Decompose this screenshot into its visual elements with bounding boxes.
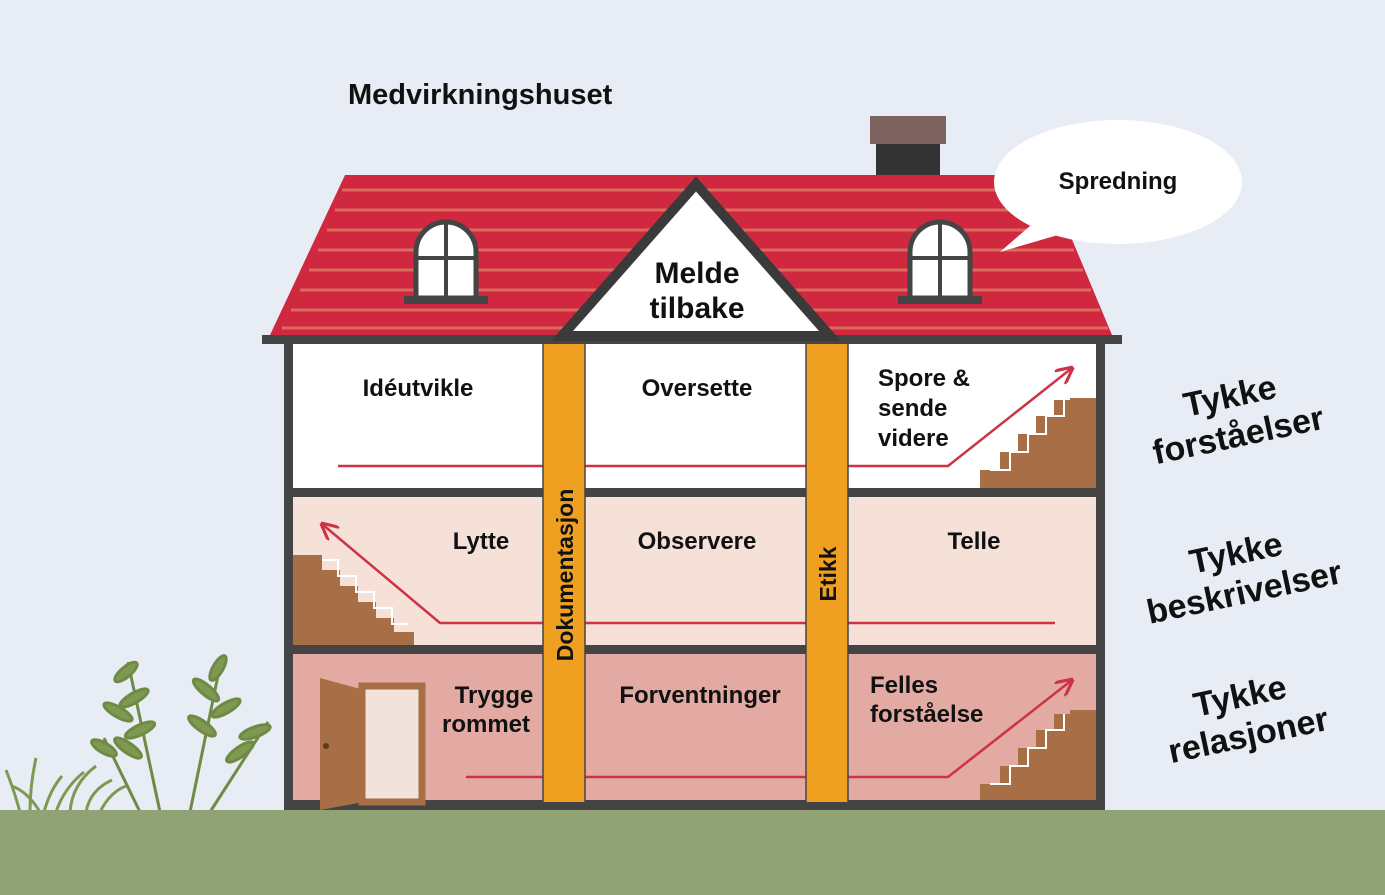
attic-window-right [898,219,982,304]
stairs-top-right [980,398,1096,488]
arrow-top-floor [338,368,1072,468]
room-observere: Observere [638,528,757,555]
speech-bubble: Spredning [994,120,1242,252]
attic-window-left [404,219,488,304]
room-trygge-line1: Trygge [455,682,534,709]
pillar-right-label: Etikk [815,546,841,601]
ground-floor [292,654,1096,804]
ground [0,810,1385,895]
pillar-left-label: Dokumentasjon [552,489,578,662]
arrow-ground-floor [466,680,1072,779]
room-spore-line1: Spore & [878,365,970,392]
pillar-right: Etikk [805,344,849,802]
door [320,678,426,810]
room-felles-line2: forståelse [870,701,983,728]
middle-floor [292,497,1096,645]
plant-bush [90,654,272,813]
top-floor [292,344,1096,488]
room-telle: Telle [948,528,1001,555]
stairs-middle-left [293,555,414,645]
room-oversette: Oversette [642,375,753,402]
house-frame [284,340,1105,810]
room-spore-line3: videre [878,425,949,452]
arrow-middle-floor [322,524,1055,625]
room-ideutvikle: Idéutvikle [363,375,474,402]
door-knob [323,743,329,749]
plant-grass [4,757,127,813]
room-felles-line1: Felles [870,672,938,699]
gable-label-line2: tilbake [649,292,744,325]
gable: Melde tilbake [550,176,842,341]
speech-bubble-text: Spredning [1059,168,1178,195]
diagram-title: Medvirkningshuset [348,79,613,111]
room-spore-line2: sende [878,395,947,422]
pillar-left: Dokumentasjon [542,344,586,802]
room-forventninger: Forventninger [619,682,780,709]
room-lytte: Lytte [453,528,509,555]
room-trygge-line2: rommet [442,711,530,738]
stairs-ground-right [980,710,1096,800]
chimney [870,116,946,183]
gable-label-line1: Melde [654,257,739,290]
